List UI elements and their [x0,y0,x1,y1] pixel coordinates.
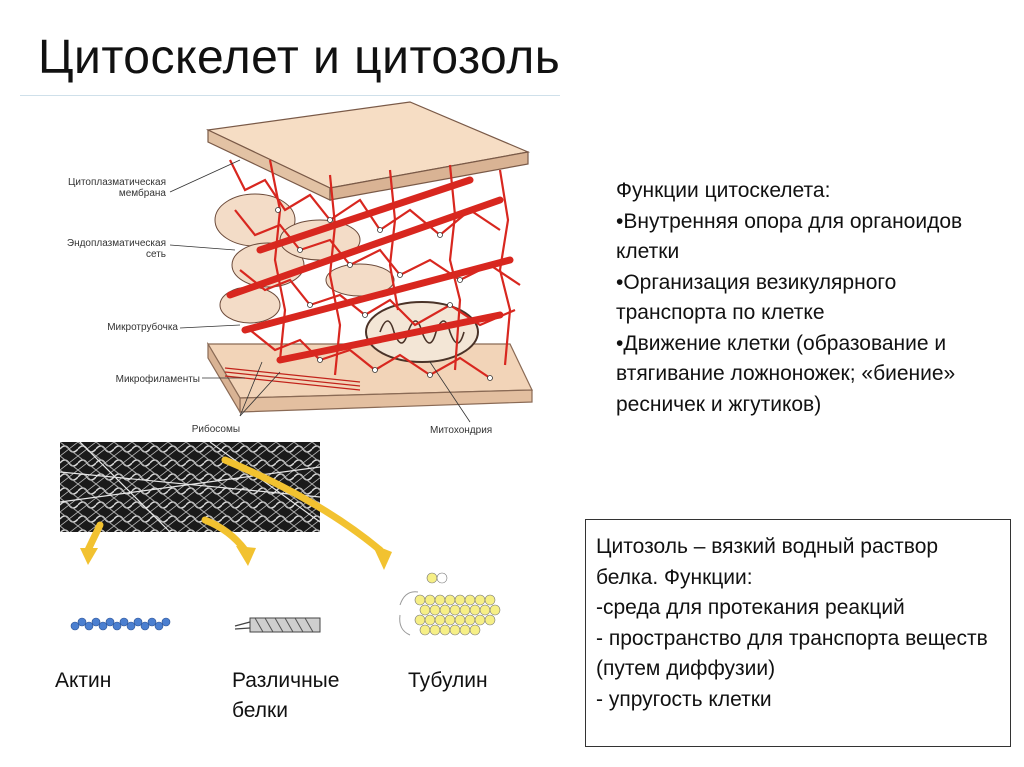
label-proteins: Различные белки [232,669,340,722]
intermediate-filament-rope [234,617,321,633]
function-item: •Внутренняя опора для органоидов клетки [616,209,963,264]
label-membrane: Цитоплазматическая мембрана [67,177,166,199]
bottom-plate [206,341,533,415]
label-microfilaments: Микрофиламенты [115,374,200,385]
function-item: •Движение клетки (образование и втягиван… [616,331,956,416]
molecules-illustration [70,456,501,636]
label-mitochondria: Митохондрия [430,425,493,436]
slide-title: Цитоскелет и цитозоль [38,31,561,84]
function-item: •Организация везикулярного транспорта по… [616,270,897,325]
label-ribosomes: Рибосомы [191,424,240,435]
label-er: Эндоплазматическая сеть [66,238,166,260]
cytoskeleton-functions: Функции цитоскелета: •Внутренняя опора д… [616,176,996,420]
label-microtubule: Микротрубочка [107,322,178,333]
callout-lines [169,159,471,423]
cytosol-line: -среда для протекания реакций [596,596,905,619]
ribosomes [275,207,493,381]
cytosol-line: Цитозоль – вязкий водный раствор белка. … [596,535,939,589]
label-actin: Актин [55,669,112,692]
cytoskeleton-diagram [169,101,533,423]
cytosol-line: - пространство для транспорта веществ (п… [596,626,988,681]
actin-filament [70,617,171,631]
title-divider [20,95,560,96]
functions-heading: Функции цитоскелета: [616,179,831,202]
top-plate [205,101,531,201]
cytosol-box: Цитозоль – вязкий водный раствор белка. … [585,519,1011,747]
cytosol-line: - упругость клетки [596,687,772,711]
tubulin-microtubule [399,572,501,636]
label-tubulin: Тубулин [408,669,488,692]
microfilaments [224,367,361,391]
yellow-arrows [84,456,384,554]
